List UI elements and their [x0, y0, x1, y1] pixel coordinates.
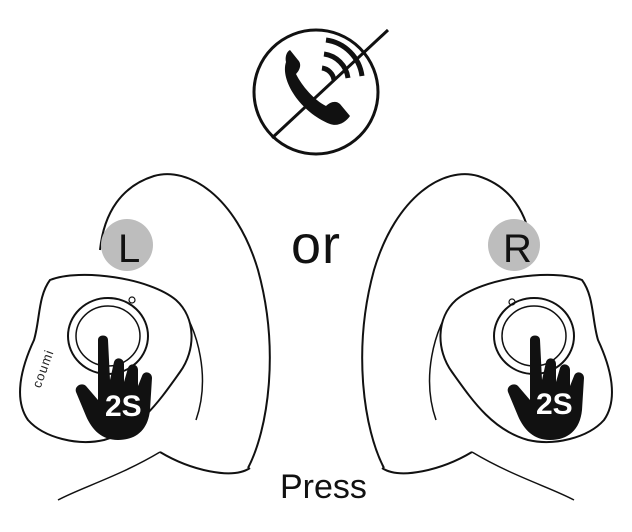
right-duration-label: 2S: [536, 388, 573, 421]
left-tap-hand-icon: [75, 335, 152, 440]
right-side-badge: [488, 219, 540, 271]
left-side-badge: [101, 219, 153, 271]
or-label: or: [291, 215, 342, 275]
right-side-label: R: [503, 227, 532, 271]
right-tap-hand-icon: [507, 335, 584, 440]
press-caption: Press: [280, 468, 367, 506]
left-duration-label: 2S: [105, 390, 142, 423]
left-side-label: L: [118, 227, 141, 271]
no-call-icon: [252, 28, 390, 156]
